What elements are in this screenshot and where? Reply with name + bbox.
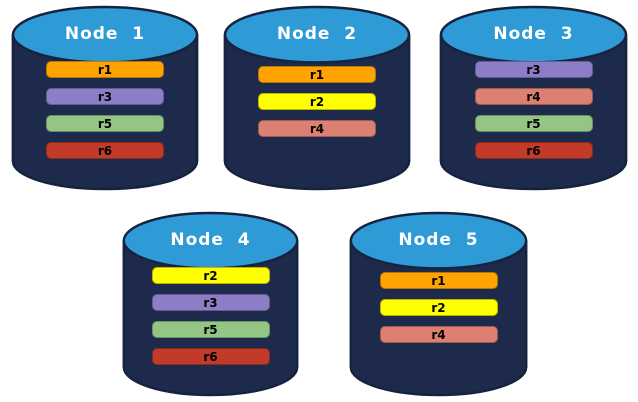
replica-bar-r6: r6 <box>151 348 270 365</box>
cylinder-top <box>223 5 411 64</box>
replica-bar-r4: r4 <box>258 120 376 137</box>
node-5: Node 5 r1 r2 r4 <box>348 211 529 398</box>
node-title: Node 5 <box>398 230 479 250</box>
cylinder-top <box>349 211 528 270</box>
node-title: Node 2 <box>276 24 358 44</box>
replica-bar-list: r1 r2 r4 <box>258 66 376 137</box>
replica-bar-list: r1 r3 r5 r6 <box>46 61 164 159</box>
node-title: Node 3 <box>493 24 574 44</box>
node-title: Node 1 <box>64 24 146 44</box>
replica-bar-list: r1 r2 r4 <box>379 272 498 343</box>
replica-bar-r1: r1 <box>46 61 164 78</box>
replica-bar-r5: r5 <box>474 115 593 132</box>
replica-bar-r2: r2 <box>258 93 376 110</box>
replica-bar-list: r3 r4 r5 r6 <box>474 61 593 159</box>
replica-bar-r5: r5 <box>151 321 270 338</box>
replica-bar-list: r2 r3 r5 r6 <box>151 267 270 365</box>
replica-bar-r6: r6 <box>46 142 164 159</box>
node-3: Node 3 r3 r4 r5 r6 <box>438 5 629 192</box>
node-4: Node 4 r2 r3 r5 r6 <box>121 211 300 398</box>
replica-bar-r4: r4 <box>379 326 498 343</box>
node-2: Node 2 r1 r2 r4 <box>222 5 412 192</box>
database-cylinder-icon <box>349 211 528 397</box>
replica-bar-r4: r4 <box>474 88 593 105</box>
replica-bar-r3: r3 <box>474 61 593 78</box>
replica-bar-r5: r5 <box>46 115 164 132</box>
node-1: Node 1 r1 r3 r5 r6 <box>10 5 200 192</box>
replica-bar-r1: r1 <box>258 66 376 83</box>
node-title: Node 4 <box>170 230 251 250</box>
replica-bar-r3: r3 <box>46 88 164 105</box>
replica-bar-r3: r3 <box>151 294 270 311</box>
replica-bar-r6: r6 <box>474 142 593 159</box>
replica-bar-r2: r2 <box>151 267 270 284</box>
replica-bar-r1: r1 <box>379 272 498 289</box>
replica-bar-r2: r2 <box>379 299 498 316</box>
